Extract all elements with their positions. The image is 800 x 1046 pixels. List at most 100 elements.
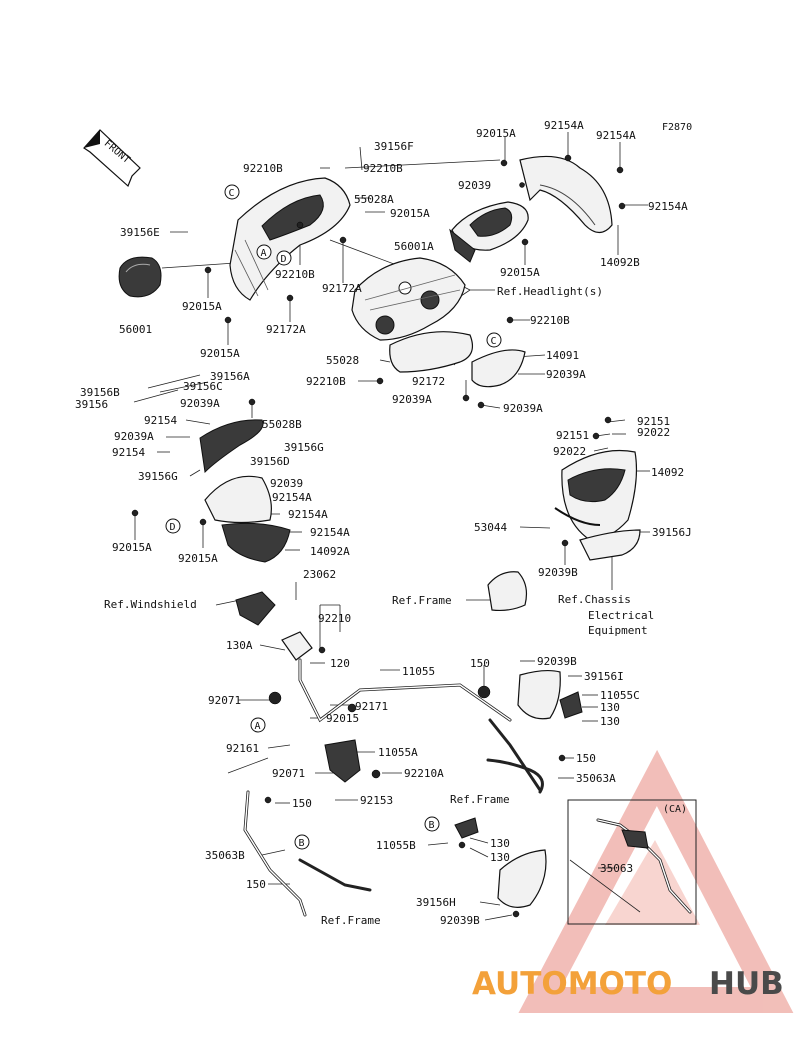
callout-c-top: C <box>224 184 240 200</box>
watermark-brand-right: HUB <box>709 966 784 1002</box>
part-label: 92015A <box>182 300 222 313</box>
ref-label: Ref.Frame <box>321 914 381 927</box>
part-label: 39156D <box>250 455 290 468</box>
ref-label: Ref.Frame <box>392 594 452 607</box>
part-label: 92039B <box>440 914 480 927</box>
part-label: 92039A <box>392 393 432 406</box>
callout-d-mid: D <box>165 518 181 534</box>
ref-label: Ref.Windshield <box>104 598 197 611</box>
callout-a-low: A <box>250 717 266 733</box>
part-label: 92154A <box>288 508 328 521</box>
part-label: 92039 <box>458 179 491 192</box>
part-label: 35063A <box>576 772 616 785</box>
part-label: 11055B <box>376 839 416 852</box>
bolts <box>131 154 626 918</box>
part-label: 92039 <box>270 477 303 490</box>
part-label: 92022 <box>553 445 586 458</box>
part-label: 92210B <box>530 314 570 327</box>
part-label: 92154A <box>648 200 688 213</box>
ca-part <box>596 818 692 914</box>
front-arrow-icon: FRONT <box>83 129 141 188</box>
part-labels: 39156F 92015A 92154A 92154A 92210B 92210… <box>75 119 692 927</box>
part-label: 92153 <box>360 794 393 807</box>
svg-text:C: C <box>491 336 497 347</box>
part-label: 39156G <box>138 470 178 483</box>
part-label: 92210B <box>275 268 315 281</box>
part-label: 55028B <box>262 418 302 431</box>
part-label: 92154 <box>144 414 177 427</box>
headlight-assembly <box>351 257 466 341</box>
part-label: 150 <box>576 752 596 765</box>
part-label: 56001A <box>394 240 434 253</box>
figure-code: F2870 <box>662 122 692 133</box>
part-label: 55028 <box>326 354 359 367</box>
ref-label: Electrical <box>588 609 654 622</box>
part-label: 130 <box>600 701 620 714</box>
part-label: 92022 <box>637 426 670 439</box>
part-label: 92154A <box>310 526 350 539</box>
part-label: 92151 <box>556 429 589 442</box>
mirror-right <box>449 201 529 263</box>
part-label: 92039A <box>503 402 543 415</box>
watermark-logo: AUTOMOTO HUB <box>472 966 784 1002</box>
svg-text:B: B <box>429 820 435 831</box>
svg-text:B: B <box>299 838 305 849</box>
part-label: 92210B <box>243 162 283 175</box>
part-label: 35063B <box>205 849 245 862</box>
part-label: 150 <box>246 878 266 891</box>
ca-label: (CA) <box>663 804 687 815</box>
part-label: 92015A <box>476 127 516 140</box>
part-label: 92039A <box>114 430 154 443</box>
part-label: 92154A <box>544 119 584 132</box>
side-cowl-14092b <box>519 155 613 234</box>
callout-b-right: B <box>424 816 440 832</box>
part-label: 92015A <box>200 347 240 360</box>
part-label: 92015A <box>112 541 152 554</box>
part-label: 92210B <box>306 375 346 388</box>
part-label: 92210 <box>318 612 351 625</box>
part-label: 120 <box>330 657 350 670</box>
part-label: 130 <box>490 851 510 864</box>
part-label: 56001 <box>119 323 152 336</box>
windshield-bracket <box>235 591 313 661</box>
part-label: 92210B <box>363 162 403 175</box>
part-label: 14092B <box>600 256 640 269</box>
part-label: 39156I <box>584 670 624 683</box>
part-label: 92151 <box>637 415 670 428</box>
ref-label: Ref.Headlight(s) <box>497 285 603 298</box>
watermark-brand-left: AUTOMOTO <box>472 966 672 1002</box>
ref-label: Equipment <box>588 624 648 637</box>
part-label: 92015 <box>326 712 359 725</box>
part-label: 23062 <box>303 568 336 581</box>
part-label: 92039B <box>538 566 578 579</box>
part-label: 92154 <box>112 446 145 459</box>
ref-label: Ref.Chassis <box>558 593 631 606</box>
part-label: 39156 <box>75 398 108 411</box>
parts-art <box>118 154 692 918</box>
part-label: 92161 <box>226 742 259 755</box>
part-label: 130A <box>226 639 253 652</box>
ref-label: Ref.Frame <box>450 793 510 806</box>
middle-cowl-right <box>554 449 641 561</box>
part-label: 14091 <box>546 349 579 362</box>
inner-panel-14091 <box>389 331 526 388</box>
part-label: 14092A <box>310 545 350 558</box>
part-label: 92039B <box>537 655 577 668</box>
part-label: 92015A <box>178 552 218 565</box>
callout-c-mid: C <box>486 332 502 348</box>
part-label: 92210A <box>404 767 444 780</box>
part-label: 130 <box>600 715 620 728</box>
part-label: 130 <box>490 837 510 850</box>
part-label: 92071 <box>272 767 305 780</box>
svg-text:D: D <box>281 254 287 265</box>
part-label: 92154A <box>272 491 312 504</box>
part-label: 39156F <box>374 140 414 153</box>
svg-text:A: A <box>255 721 261 732</box>
part-label: 39156G <box>284 441 324 454</box>
part-label: 92154A <box>596 129 636 142</box>
part-label: 150 <box>470 657 490 670</box>
part-label: 14092 <box>651 466 684 479</box>
part-label: 39156H <box>416 896 456 909</box>
